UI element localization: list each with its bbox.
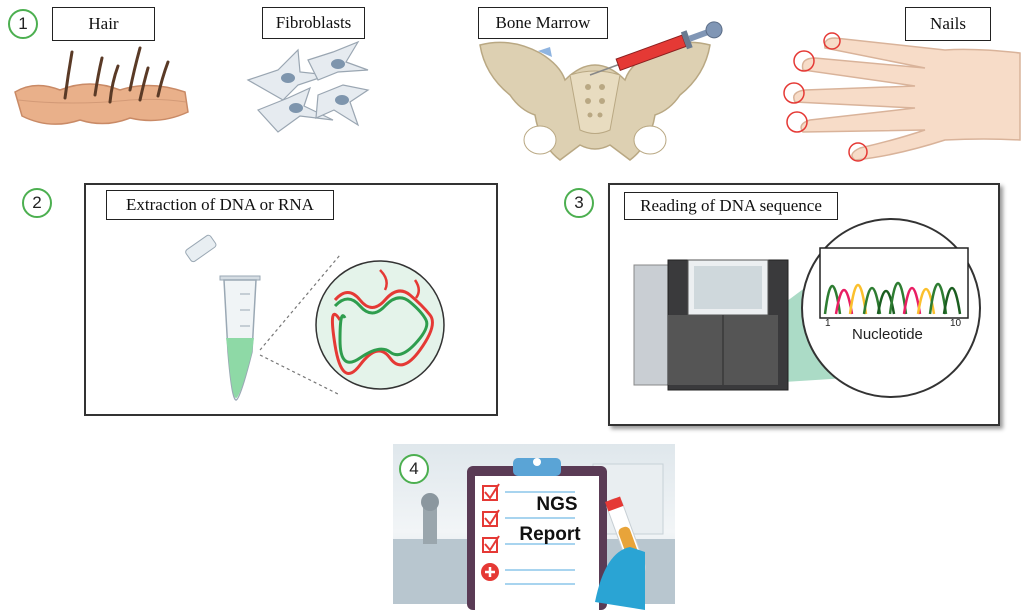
chromatogram-xlabel: Nucleotide: [852, 326, 923, 343]
clipboard-illustration: [467, 458, 646, 610]
chromatogram-axis-end: 10: [950, 318, 962, 329]
nails-label: Nails: [905, 7, 991, 41]
microtube-icon: [185, 234, 261, 401]
step-3-badge: 3: [564, 188, 594, 218]
report-title-line2: Report: [519, 524, 581, 545]
chromatogram-chart: [819, 247, 969, 319]
hair-skin-illustration: [14, 46, 189, 125]
hair-label: Hair: [52, 7, 155, 41]
sequencing-title: Reading of DNA sequence: [624, 192, 838, 220]
pelvis-syringe-illustration: [479, 21, 723, 161]
chromatogram-axis-start: 1: [825, 318, 831, 329]
extraction-title: Extraction of DNA or RNA: [106, 190, 334, 220]
step-4-badge: 4: [399, 454, 429, 484]
step-2-badge: 2: [22, 188, 52, 218]
hand-nails-illustration: [783, 32, 1021, 162]
step-1-badge: 1: [8, 9, 38, 39]
fibroblasts-illustration: [246, 40, 370, 133]
dna-zoom-illustration: [259, 254, 445, 396]
report-title-line1: NGS: [536, 494, 578, 515]
bone-marrow-label: Bone Marrow: [478, 7, 608, 39]
fibroblasts-label: Fibroblasts: [262, 7, 365, 39]
